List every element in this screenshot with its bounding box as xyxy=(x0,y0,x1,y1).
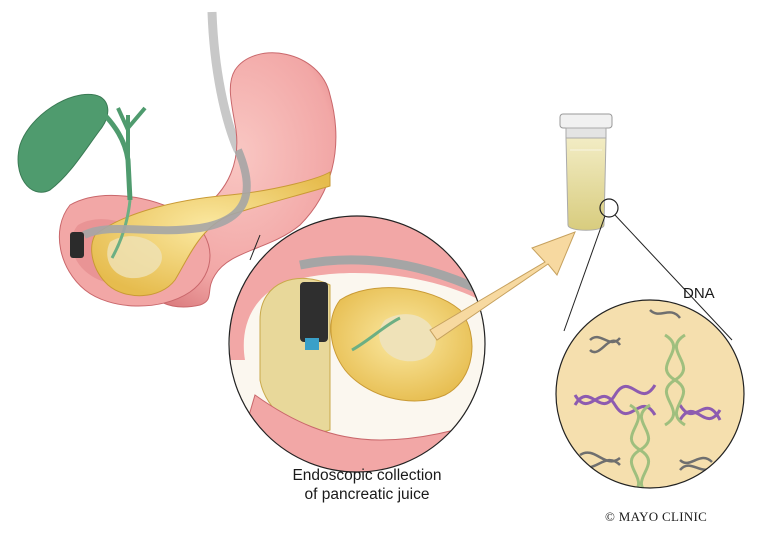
gallbladder xyxy=(17,93,147,259)
endoscope-tube-upper xyxy=(207,11,243,152)
collection-tube xyxy=(559,113,613,231)
endoscope-tip xyxy=(70,232,84,258)
dna-connector-left xyxy=(563,215,606,332)
dna-label: DNA xyxy=(683,285,715,302)
copyright-notice: © MAYO CLINIC xyxy=(605,509,708,524)
zoom-view xyxy=(228,215,486,473)
dna-connector-right xyxy=(614,214,733,341)
dna-circle xyxy=(555,299,745,489)
zoom-connector-top xyxy=(249,234,261,261)
caption-line-1: Endoscopic collection xyxy=(292,467,442,484)
caption-line-2: of pancreatic juice xyxy=(304,486,430,503)
endoscope-tube xyxy=(82,148,251,239)
figure-caption: Endoscopic collection of pancreatic juic… xyxy=(262,466,472,504)
sample-magnify-marker xyxy=(599,198,619,218)
flow-arrow xyxy=(429,231,576,341)
pancreas xyxy=(91,171,331,297)
